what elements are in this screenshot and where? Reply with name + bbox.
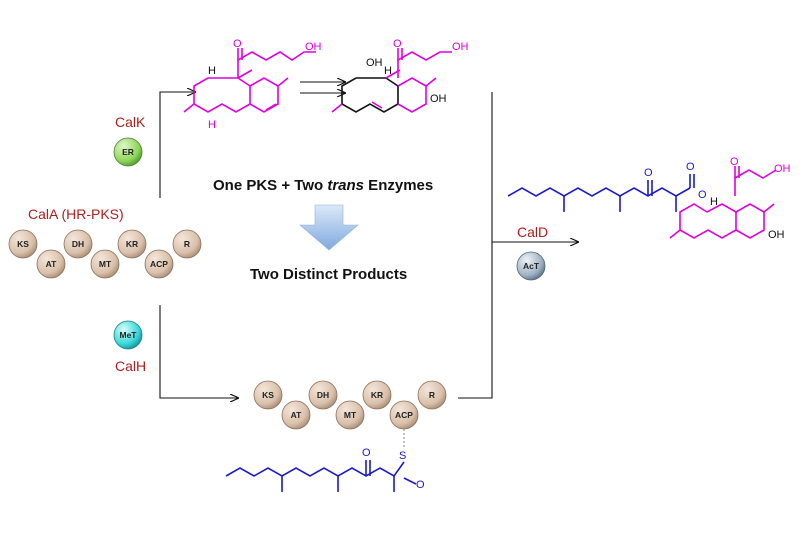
met-enzyme: MeT: [113, 320, 143, 350]
domain-mt: MT: [99, 259, 112, 269]
molecule-product: O O O O OH H OH: [507, 156, 791, 241]
svg-text:AT: AT: [291, 410, 303, 420]
domain-kr: KR: [126, 239, 138, 249]
svg-text:MeT: MeT: [120, 330, 138, 340]
svg-text:O: O: [686, 161, 695, 173]
svg-text:OH: OH: [774, 163, 791, 175]
svg-text:R: R: [429, 390, 435, 400]
svg-text:O: O: [362, 447, 371, 459]
svg-text:OH: OH: [768, 229, 785, 241]
calh-label: CalH: [115, 358, 146, 374]
pks-module-cala-labels: KS AT DH MT KR ACP R: [17, 239, 190, 269]
molecule-decalin-2: O OH OH H OH: [331, 38, 469, 113]
calk-label: CalK: [115, 114, 146, 130]
act-enzyme: AcT: [516, 251, 546, 281]
down-arrow-icon: [299, 204, 359, 251]
svg-text:S: S: [399, 450, 406, 462]
connector-lines: [159, 82, 578, 398]
pks-module-bottom: [253, 380, 447, 430]
svg-text:O: O: [698, 189, 707, 201]
molecule-acyl-chain: S O O: [225, 429, 425, 492]
svg-text:KS: KS: [262, 390, 274, 400]
molecule-decalin-1: O OH H H: [183, 38, 322, 131]
svg-text:OH: OH: [305, 41, 322, 53]
svg-text:ACP: ACP: [395, 410, 413, 420]
svg-text:H: H: [710, 196, 718, 208]
pks-module-bottom-labels: KS AT DH MT KR ACP R: [262, 390, 435, 420]
cald-label: CalD: [517, 224, 548, 240]
svg-text:DH: DH: [317, 390, 329, 400]
domain-acp: ACP: [150, 259, 168, 269]
svg-text:OH: OH: [366, 57, 383, 69]
svg-text:H: H: [208, 119, 216, 131]
svg-text:O: O: [416, 479, 425, 491]
domain-ks: KS: [17, 239, 29, 249]
svg-text:O: O: [233, 38, 242, 50]
svg-text:OH: OH: [430, 93, 447, 105]
domain-r: R: [184, 239, 190, 249]
domain-dh: DH: [72, 239, 84, 249]
svg-text:H: H: [384, 65, 392, 77]
center-title-bottom: Two Distinct Products: [250, 266, 407, 283]
svg-text:OH: OH: [452, 41, 469, 53]
svg-text:KR: KR: [371, 390, 383, 400]
cala-label: CalA (HR-PKS): [28, 206, 124, 222]
svg-text:O: O: [393, 38, 402, 50]
svg-text:O: O: [644, 167, 653, 179]
svg-text:ER: ER: [122, 147, 134, 157]
pks-module-cala: [8, 229, 202, 279]
svg-text:MT: MT: [344, 410, 357, 420]
svg-text:H: H: [208, 65, 216, 77]
svg-text:O: O: [730, 156, 739, 168]
svg-text:AcT: AcT: [523, 261, 540, 271]
er-enzyme: ER: [113, 137, 143, 167]
center-title-top: One PKS + Two trans Enzymes: [213, 177, 433, 194]
domain-at: AT: [46, 259, 58, 269]
